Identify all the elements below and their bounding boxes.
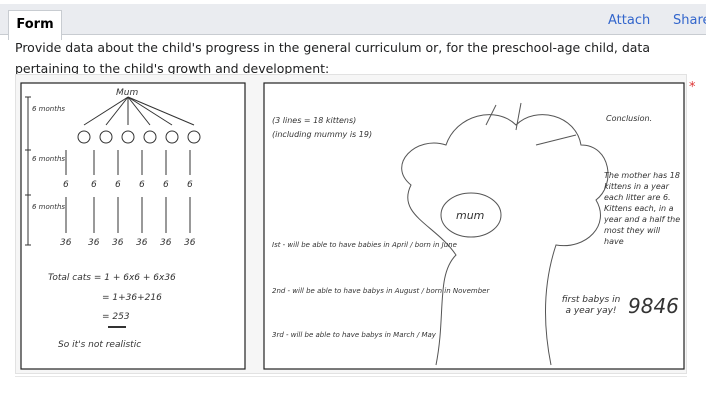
question-text: Provide data about the child's progress … bbox=[15, 40, 650, 76]
svg-text:6: 6 bbox=[91, 180, 97, 190]
big-number: 9846 bbox=[628, 294, 679, 318]
equation-1: Total cats = 1 + 6x6 + 6x36 bbox=[48, 273, 176, 283]
svg-text:6: 6 bbox=[163, 180, 169, 190]
conclusion-title: Conclusion. bbox=[606, 114, 652, 123]
svg-text:36: 36 bbox=[184, 238, 196, 248]
tab-bar: Form Attach Share bbox=[0, 4, 706, 40]
note-kittens: (3 lines = 18 kittens) bbox=[272, 116, 356, 125]
svg-text:36: 36 bbox=[88, 238, 100, 248]
row2-values: 6 6 6 6 6 6 bbox=[63, 180, 193, 190]
mum-arrows bbox=[83, 96, 195, 126]
time-brackets bbox=[25, 96, 31, 246]
svg-text:36: 36 bbox=[60, 238, 72, 248]
left-conclusion: So it's not realistic bbox=[58, 340, 141, 350]
row-label-3: 6 months bbox=[32, 203, 65, 211]
cat-icons bbox=[77, 130, 201, 144]
divider bbox=[15, 376, 687, 377]
tree-center-label: mum bbox=[456, 209, 484, 222]
svg-text:Ist - will be able to have bab: Ist - will be able to have babies in Apr… bbox=[272, 241, 457, 249]
tree-drawing bbox=[401, 102, 609, 366]
svg-text:6: 6 bbox=[115, 180, 121, 190]
svg-text:6: 6 bbox=[187, 180, 193, 190]
tab-attach[interactable]: Attach bbox=[608, 13, 651, 28]
equation-3: = 253 bbox=[102, 312, 130, 322]
tab-share[interactable]: Share bbox=[673, 13, 706, 28]
svg-text:2nd - will be able to have bab: 2nd - will be able to have babys in Augu… bbox=[272, 287, 490, 295]
svg-text:6: 6 bbox=[139, 180, 145, 190]
equation-2: = 1+36+216 bbox=[102, 293, 162, 303]
left-sketch-page bbox=[20, 82, 246, 370]
required-marker: * bbox=[689, 80, 696, 95]
down-arrows bbox=[65, 150, 191, 233]
svg-text:36: 36 bbox=[160, 238, 172, 248]
tab-form[interactable]: Form bbox=[8, 10, 62, 40]
svg-text:36: 36 bbox=[136, 238, 148, 248]
right-sketch-page bbox=[263, 82, 685, 370]
note-mummy: (including mummy is 19) bbox=[272, 130, 372, 139]
first-babys-note: first babys in a year yay! bbox=[561, 295, 621, 316]
sketch-root-label: Mum bbox=[116, 88, 138, 98]
svg-text:36: 36 bbox=[112, 238, 124, 248]
svg-text:6: 6 bbox=[63, 180, 69, 190]
row3-values: 36 36 36 36 36 36 bbox=[60, 238, 196, 248]
instruction-lines: Ist - will be able to have babies in Apr… bbox=[272, 241, 490, 339]
conclusion-text: The mother has 18 kittens in a year each… bbox=[604, 171, 681, 246]
student-work-image: Mum 6 months 6 months 6 months bbox=[15, 74, 687, 374]
row-label-1: 6 months bbox=[32, 105, 65, 113]
row-label-2: 6 months bbox=[32, 155, 65, 163]
svg-text:3rd - will be able to have bab: 3rd - will be able to have babys in Marc… bbox=[272, 331, 437, 339]
